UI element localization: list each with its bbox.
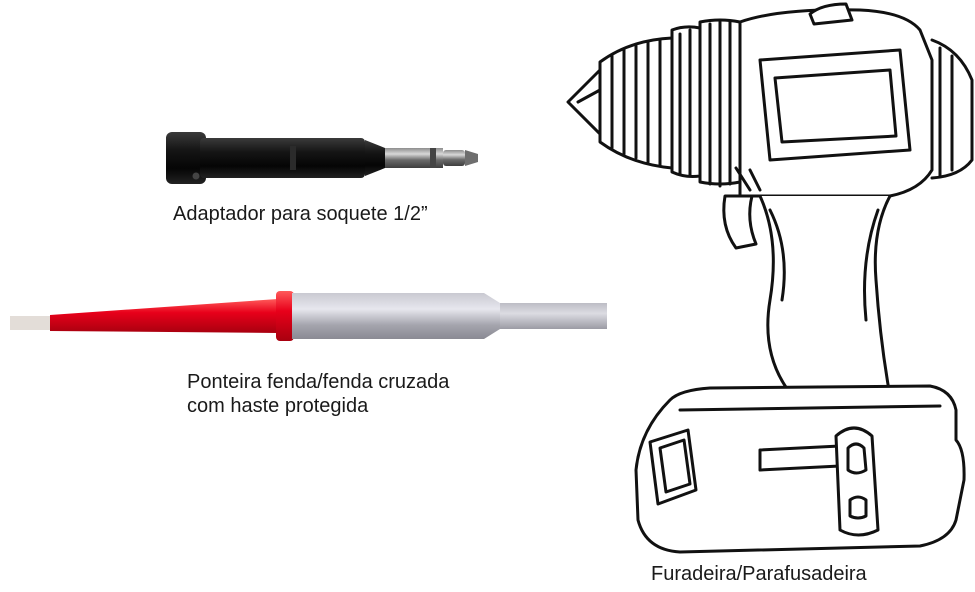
screwdriver-bit-icon [0, 285, 615, 347]
socket-adapter-icon [160, 118, 490, 198]
adapter-caption: Adaptador para soquete 1/2” [173, 202, 428, 226]
drill-caption-text: Furadeira/Parafusadeira [651, 563, 867, 585]
bit-caption: Ponteira fenda/fenda cruzada com haste p… [187, 370, 449, 418]
drill-caption: Furadeira/Parafusadeira [651, 562, 867, 586]
bit-caption-line1: Ponteira fenda/fenda cruzada [187, 371, 450, 393]
adapter-caption-text: Adaptador para soquete 1/2” [173, 203, 428, 225]
cordless-drill-icon [560, 0, 975, 560]
bit-caption-line2: com haste protegida [187, 395, 369, 417]
